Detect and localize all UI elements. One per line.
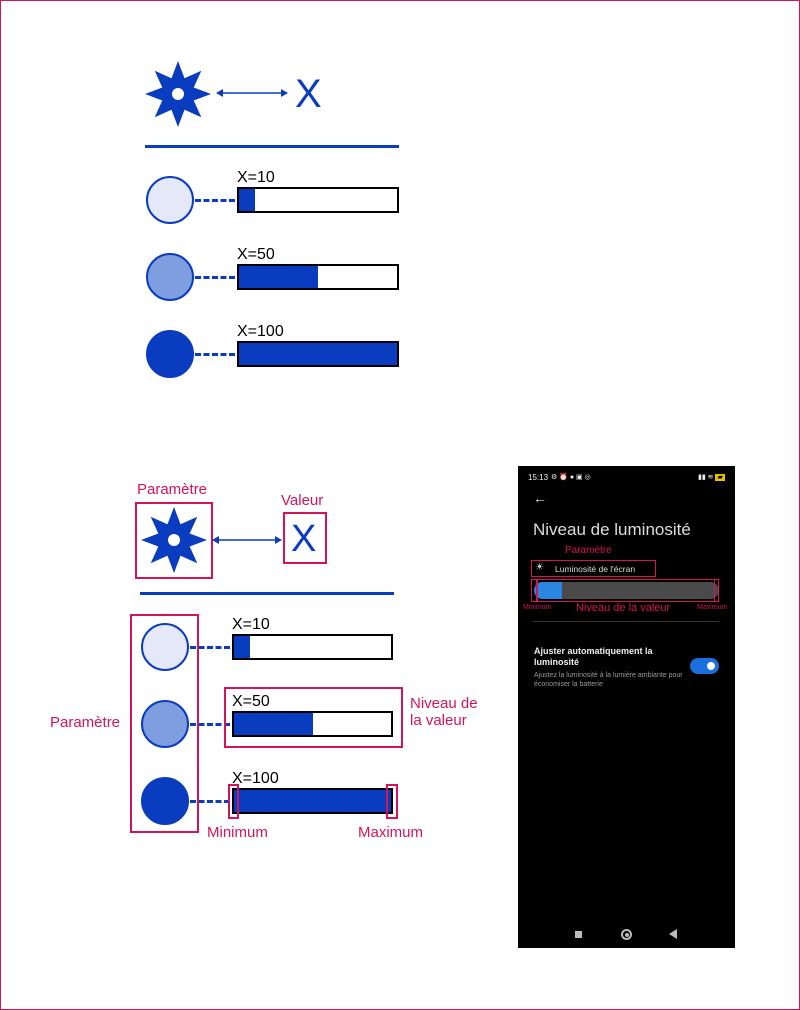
row-value-label: X=50 xyxy=(232,693,270,710)
sun-star-icon xyxy=(141,507,207,573)
value-bar xyxy=(237,264,399,290)
divider xyxy=(140,592,394,595)
row-value-label: X=100 xyxy=(237,323,284,340)
auto-brightness-toggle[interactable] xyxy=(690,658,719,674)
value-bar-fill xyxy=(239,343,397,365)
value-bar xyxy=(232,634,393,660)
dashed-connector xyxy=(195,276,235,279)
max-annotation: Maximum xyxy=(697,604,728,611)
setting-label: Luminosité de l'écran xyxy=(555,564,636,574)
phone-screenshot: 15:13 ⚙ ⏰ ● ▣ ◎ ▮▮ ≋ ▰ ← Niveau de lumin… xyxy=(518,466,735,948)
dashed-connector xyxy=(195,353,235,356)
value-bar-fill xyxy=(239,266,318,288)
min-annotation: Minimum xyxy=(207,824,268,841)
brightness-fill xyxy=(534,582,562,599)
dashed-connector xyxy=(190,646,230,649)
min-annotation: Minimum xyxy=(523,604,552,611)
max-box xyxy=(714,579,719,602)
auto-brightness-desc: Ajustez la luminosité à la lumière ambia… xyxy=(534,672,683,688)
param-level-circle xyxy=(141,777,189,825)
dashed-connector xyxy=(190,723,230,726)
min-box xyxy=(228,784,239,819)
param-annotation: Paramètre xyxy=(565,545,612,556)
auto-brightness-title: Ajuster automatiquement la luminosité xyxy=(534,646,653,667)
value-bar-fill xyxy=(234,713,313,735)
sun-star-icon xyxy=(145,61,211,127)
param-level-circle xyxy=(146,330,194,378)
status-time: 15:13 xyxy=(528,473,549,482)
brightness-slider[interactable] xyxy=(534,582,719,599)
max-box xyxy=(386,784,398,819)
dashed-connector xyxy=(195,199,235,202)
recents-button[interactable] xyxy=(575,931,582,938)
value-annotation: Valeur xyxy=(281,492,324,509)
param-level-circle xyxy=(141,700,189,748)
value-symbol: X xyxy=(291,518,317,560)
row-value-label: X=50 xyxy=(237,246,275,263)
value-bar xyxy=(237,187,399,213)
divider xyxy=(533,621,719,622)
level-box xyxy=(224,687,403,748)
page-title: Niveau de luminosité xyxy=(533,520,691,539)
value-box xyxy=(283,512,327,564)
param-level-circle xyxy=(141,623,189,671)
param-side-annotation: Paramètre xyxy=(50,714,121,731)
status-icons: ⚙ ⏰ ● ▣ ◎ xyxy=(551,474,591,481)
back-arrow-icon[interactable]: ← xyxy=(533,490,547,506)
max-annotation: Maximum xyxy=(358,824,424,841)
level-box xyxy=(537,579,715,602)
value-bar-fill xyxy=(234,636,250,658)
value-bar-fill xyxy=(239,189,255,211)
row-value-label: X=10 xyxy=(237,169,275,186)
row-value-label: X=100 xyxy=(232,770,279,787)
sun-icon: ☀ xyxy=(535,562,544,573)
back-button[interactable] xyxy=(669,929,677,939)
min-box xyxy=(531,579,537,602)
double-arrow-icon xyxy=(212,536,282,544)
divider xyxy=(145,145,399,148)
dashed-connector xyxy=(190,800,230,803)
value-bar-fill xyxy=(234,790,391,812)
battery-icon: ▮▮ ≋ ▰ xyxy=(698,474,725,481)
value-bar xyxy=(237,341,399,367)
param-level-circle xyxy=(146,253,194,301)
param-level-circle xyxy=(146,176,194,224)
level-annotation-line1: Niveau de xyxy=(410,695,478,712)
value-symbol: X xyxy=(295,72,322,116)
home-button[interactable] xyxy=(621,929,632,940)
param-annotation: Paramètre xyxy=(137,481,208,498)
double-arrow-icon xyxy=(216,89,288,97)
toggle-knob xyxy=(707,662,715,670)
param-box xyxy=(135,502,213,579)
value-bar xyxy=(232,711,393,737)
value-bar xyxy=(232,788,393,814)
param-box xyxy=(531,560,656,577)
level-annotation: Niveau de la valeur xyxy=(576,602,671,614)
param-column-box xyxy=(130,614,199,833)
row-value-label: X=10 xyxy=(232,616,270,633)
level-annotation-line2: la valeur xyxy=(410,712,467,729)
